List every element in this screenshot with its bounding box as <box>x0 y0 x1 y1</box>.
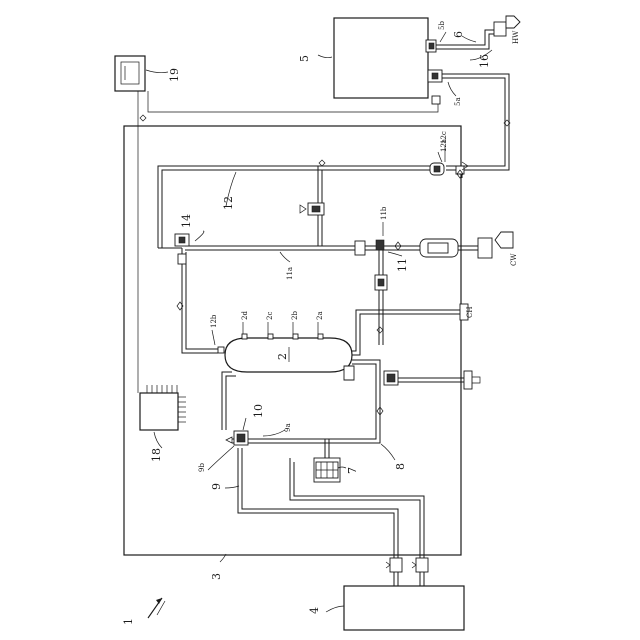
label-11a: 11a <box>286 267 294 280</box>
label-3: 3 <box>210 573 223 580</box>
check-valve-vertical <box>375 275 387 290</box>
fitting-5b <box>426 40 436 52</box>
label-7: 7 <box>346 467 359 474</box>
fitting-5a <box>428 70 442 104</box>
unit-4 <box>344 586 464 630</box>
label-2a: 2a <box>316 311 324 320</box>
tag-hw: HW <box>512 30 520 44</box>
label-12b: 12b <box>210 314 218 328</box>
label-2c: 2c <box>266 312 274 320</box>
label-1: 1 <box>122 618 135 625</box>
control-box-18 <box>140 393 178 430</box>
label-9b: 9b <box>198 463 206 472</box>
label-11b: 11b <box>380 206 388 220</box>
label-16: 16 <box>478 54 491 68</box>
label-2d: 2d <box>241 311 249 320</box>
label-8: 8 <box>394 463 407 470</box>
label-12c: 12c <box>440 131 448 144</box>
label-14: 14 <box>180 214 193 228</box>
label-2: 2 <box>276 353 289 360</box>
label-2b: 2b <box>291 311 299 320</box>
pump-7 <box>314 458 340 482</box>
label-5: 5 <box>298 55 311 62</box>
label-19: 19 <box>168 68 181 82</box>
label-10: 10 <box>252 404 265 418</box>
valve-unit4-left <box>386 558 402 572</box>
controller-19 <box>115 56 145 91</box>
unit-5 <box>334 18 428 98</box>
label-5b: 5b <box>438 21 446 30</box>
label-9a: 9a <box>284 423 292 432</box>
system-arrowhead <box>156 598 162 604</box>
valve-unit4-right <box>412 558 428 572</box>
tag-cw: CW <box>510 253 518 266</box>
label-4: 4 <box>308 607 321 614</box>
label-9: 9 <box>210 483 223 490</box>
tag-ch: CH <box>466 307 474 318</box>
outlet-tap-right <box>464 371 480 389</box>
label-12: 12 <box>222 196 235 210</box>
label-5a: 5a <box>454 97 462 106</box>
label-6: 6 <box>452 31 465 38</box>
label-18: 18 <box>150 448 163 462</box>
label-11: 11 <box>396 258 409 272</box>
